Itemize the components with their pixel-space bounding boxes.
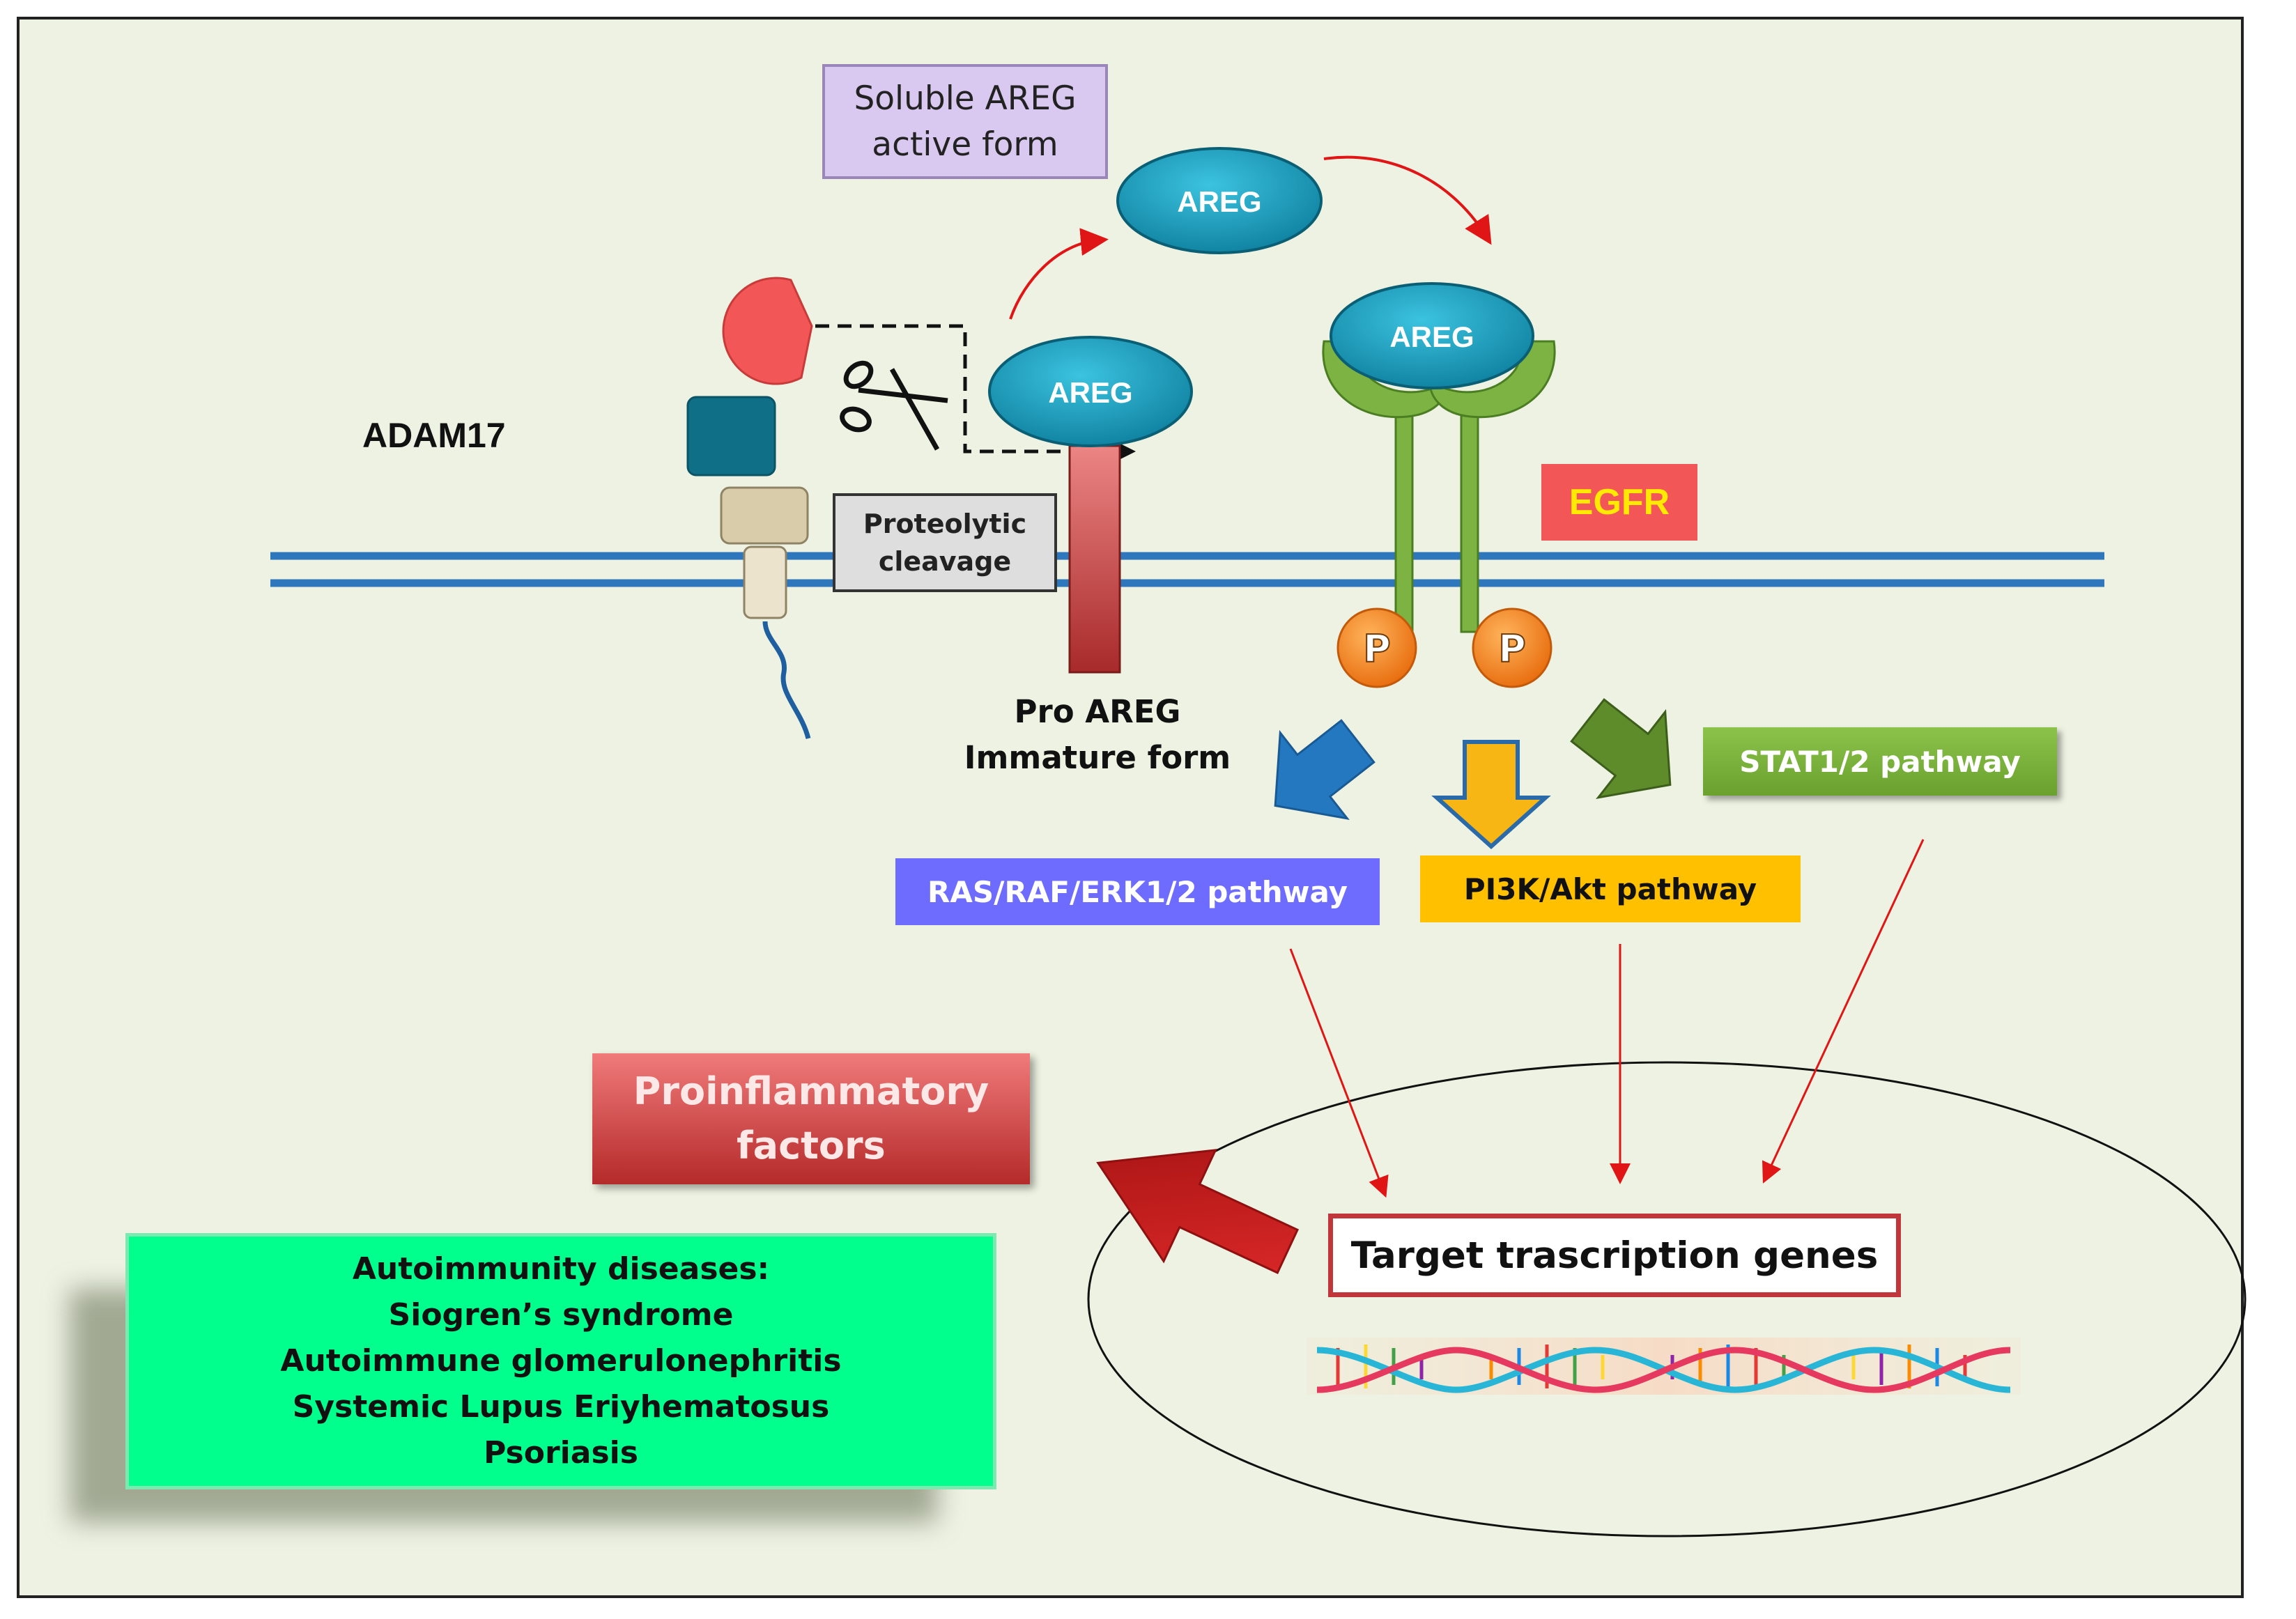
binding-arrow: [1323, 155, 1492, 245]
disease-item: Psoriasis: [484, 1435, 638, 1471]
dna-helix-icon: [1307, 1338, 2021, 1395]
adam17-label: ADAM17: [362, 416, 506, 455]
soluble-areg-line1: Soluble AREG: [854, 79, 1077, 118]
proteolytic-line1: Proteolytic: [863, 509, 1027, 539]
areg-receptor-label: AREG: [1389, 320, 1474, 353]
phosphate-2-label: P: [1498, 627, 1526, 671]
release-arrow: [1009, 228, 1109, 320]
soluble-areg-line2: active form: [872, 125, 1058, 164]
target-genes-box: Target trascription genes: [1328, 1214, 1901, 1297]
areg-membrane-bound: [988, 336, 1193, 447]
proinflammatory-output-arrow: [1096, 1149, 1300, 1274]
phosphate-1-label: P: [1363, 627, 1391, 671]
proteolytic-line2: cleavage: [878, 546, 1012, 577]
disease-item: Siogren’s syndrome: [388, 1297, 734, 1333]
soluble-areg-label: Soluble AREG active form: [822, 64, 1108, 179]
proinflammatory-line1: Proinflammatory: [633, 1069, 989, 1113]
cell-membrane: [270, 552, 2104, 587]
scissors-icon: [840, 360, 948, 451]
areg-receptor-bound: [1330, 282, 1534, 389]
disease-item: Systemic Lupus Eriyhematosus: [292, 1389, 830, 1425]
proinflammatory-line2: factors: [737, 1124, 886, 1168]
stat-pathway-label: STAT1/2 pathway: [1703, 727, 2057, 796]
proinflammatory-factors-box: Proinflammatory factors: [592, 1053, 1030, 1184]
pi3k-pathway-label: PI3K/Akt pathway: [1420, 855, 1801, 922]
areg-soluble: [1116, 147, 1323, 254]
ras-pathway-label: RAS/RAF/ERK1/2 pathway: [895, 858, 1380, 925]
areg-soluble-label: AREG: [1177, 185, 1261, 218]
cleavage-path: [815, 324, 1136, 465]
pi3k-pathway-arrow: [1431, 740, 1551, 850]
ras-pathway-arrow: [1274, 719, 1376, 821]
pro-areg-stem: [1068, 444, 1121, 674]
pro-areg-label: Pro AREG Immature form: [920, 686, 1275, 784]
stat-signal-arrow: [1762, 839, 1925, 1184]
proteolytic-cleavage-label: Proteolytic cleavage: [833, 493, 1057, 592]
autoimmunity-heading: Autoimmunity diseases:: [352, 1251, 770, 1287]
autoimmunity-diseases-box: Autoimmunity diseases: Siogren’s syndrom…: [125, 1233, 996, 1489]
pro-areg-line1: Pro AREG: [1014, 693, 1181, 730]
ras-signal-arrow: [1289, 948, 1389, 1198]
areg-membrane-label: AREG: [1048, 376, 1132, 409]
pro-areg-line2: Immature form: [964, 739, 1231, 776]
phosphate-2: [1472, 607, 1553, 688]
adam17-enzyme: [686, 277, 813, 739]
egfr-label: EGFR: [1541, 464, 1697, 541]
disease-item: Autoimmune glomerulonephritis: [280, 1343, 842, 1379]
phosphate-1: [1336, 607, 1417, 688]
nucleus: [1087, 1061, 2247, 1537]
stat-pathway-arrow: [1570, 698, 1672, 800]
